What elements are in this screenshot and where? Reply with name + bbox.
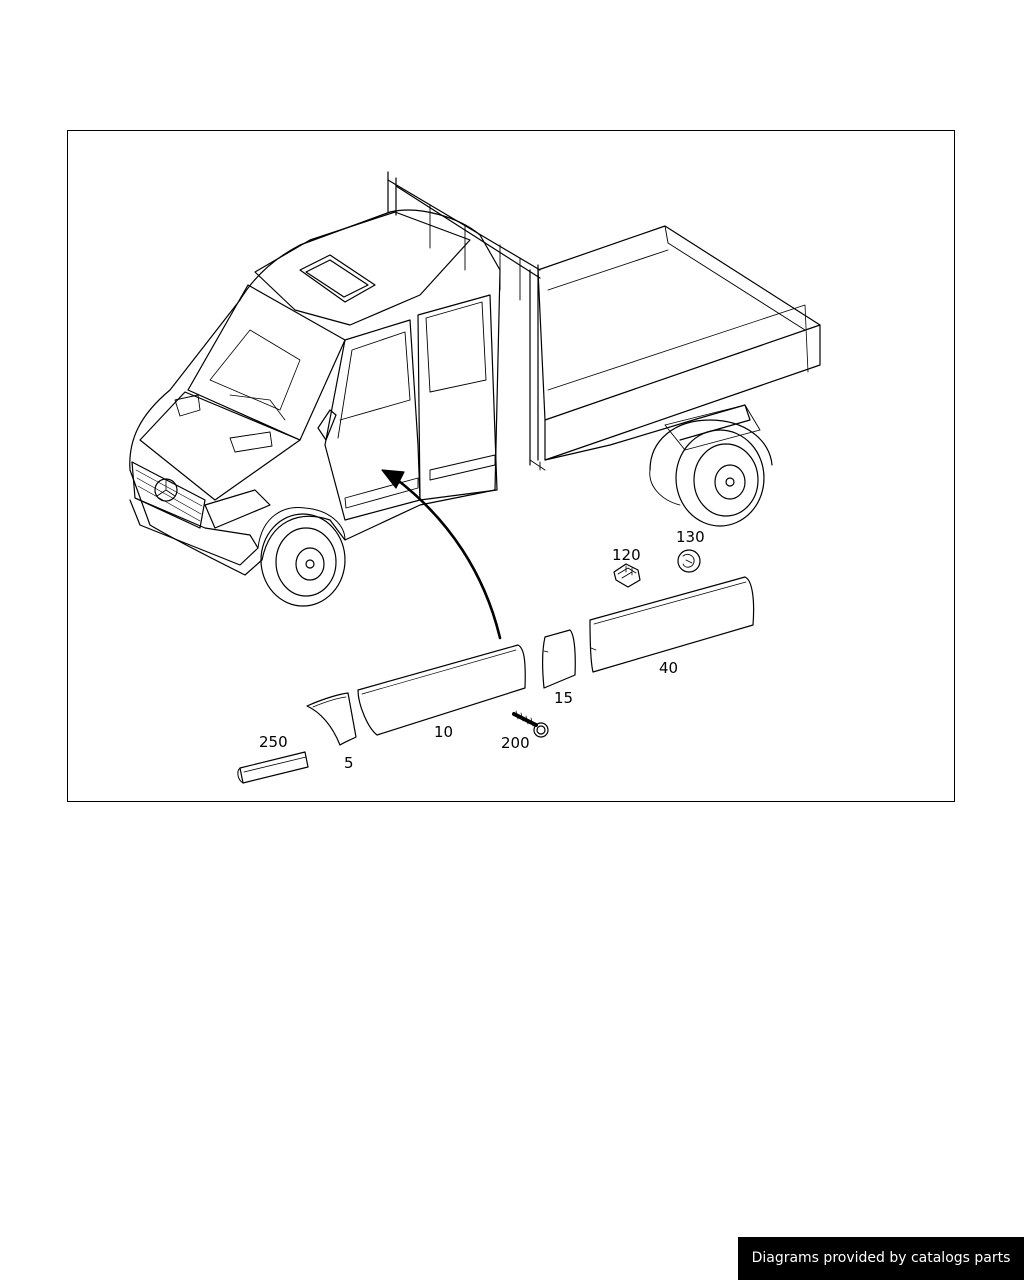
windshield [187,284,346,441]
cab-roof [254,211,471,326]
grille [131,461,206,529]
emblem-icon [154,478,178,502]
label-part-15: 15 [554,689,573,707]
diagram-frame [67,130,955,802]
label-part-10: 10 [434,723,453,741]
part-5-shape [306,692,357,746]
part-40-shape [589,576,755,673]
rear-door [417,294,498,501]
part-10-shape [357,644,526,736]
pointer-arrowhead [381,469,405,489]
truck-illustration [129,171,821,607]
hood [139,391,301,501]
label-part-40: 40 [659,659,678,677]
parts-diagram: 250 5 10 200 15 40 120 130 [129,171,821,784]
part-200-screw [512,710,549,738]
front-door [324,319,421,521]
side-mirror [317,409,337,441]
roof-hatch [299,254,376,303]
front-wheel [260,513,346,607]
front-bumper [129,497,259,566]
headboard-rack [387,171,541,466]
cargo-bed [529,225,821,471]
pointer-arrow [393,476,502,640]
part-15-shape [542,629,576,689]
side-moulding-rear [429,454,496,481]
label-part-200: 200 [501,734,530,752]
label-part-250: 250 [259,733,288,751]
headlight [204,489,271,529]
part-130-clip [677,549,701,573]
chassis [544,404,751,461]
label-part-130: 130 [676,528,705,546]
part-250-shape [237,751,309,784]
part-120-clip [613,563,641,588]
label-part-120: 120 [612,546,641,564]
label-part-5: 5 [344,754,354,772]
credit-banner: Diagrams provided by catalogs parts [738,1237,1024,1280]
rear-wheel [649,419,773,527]
